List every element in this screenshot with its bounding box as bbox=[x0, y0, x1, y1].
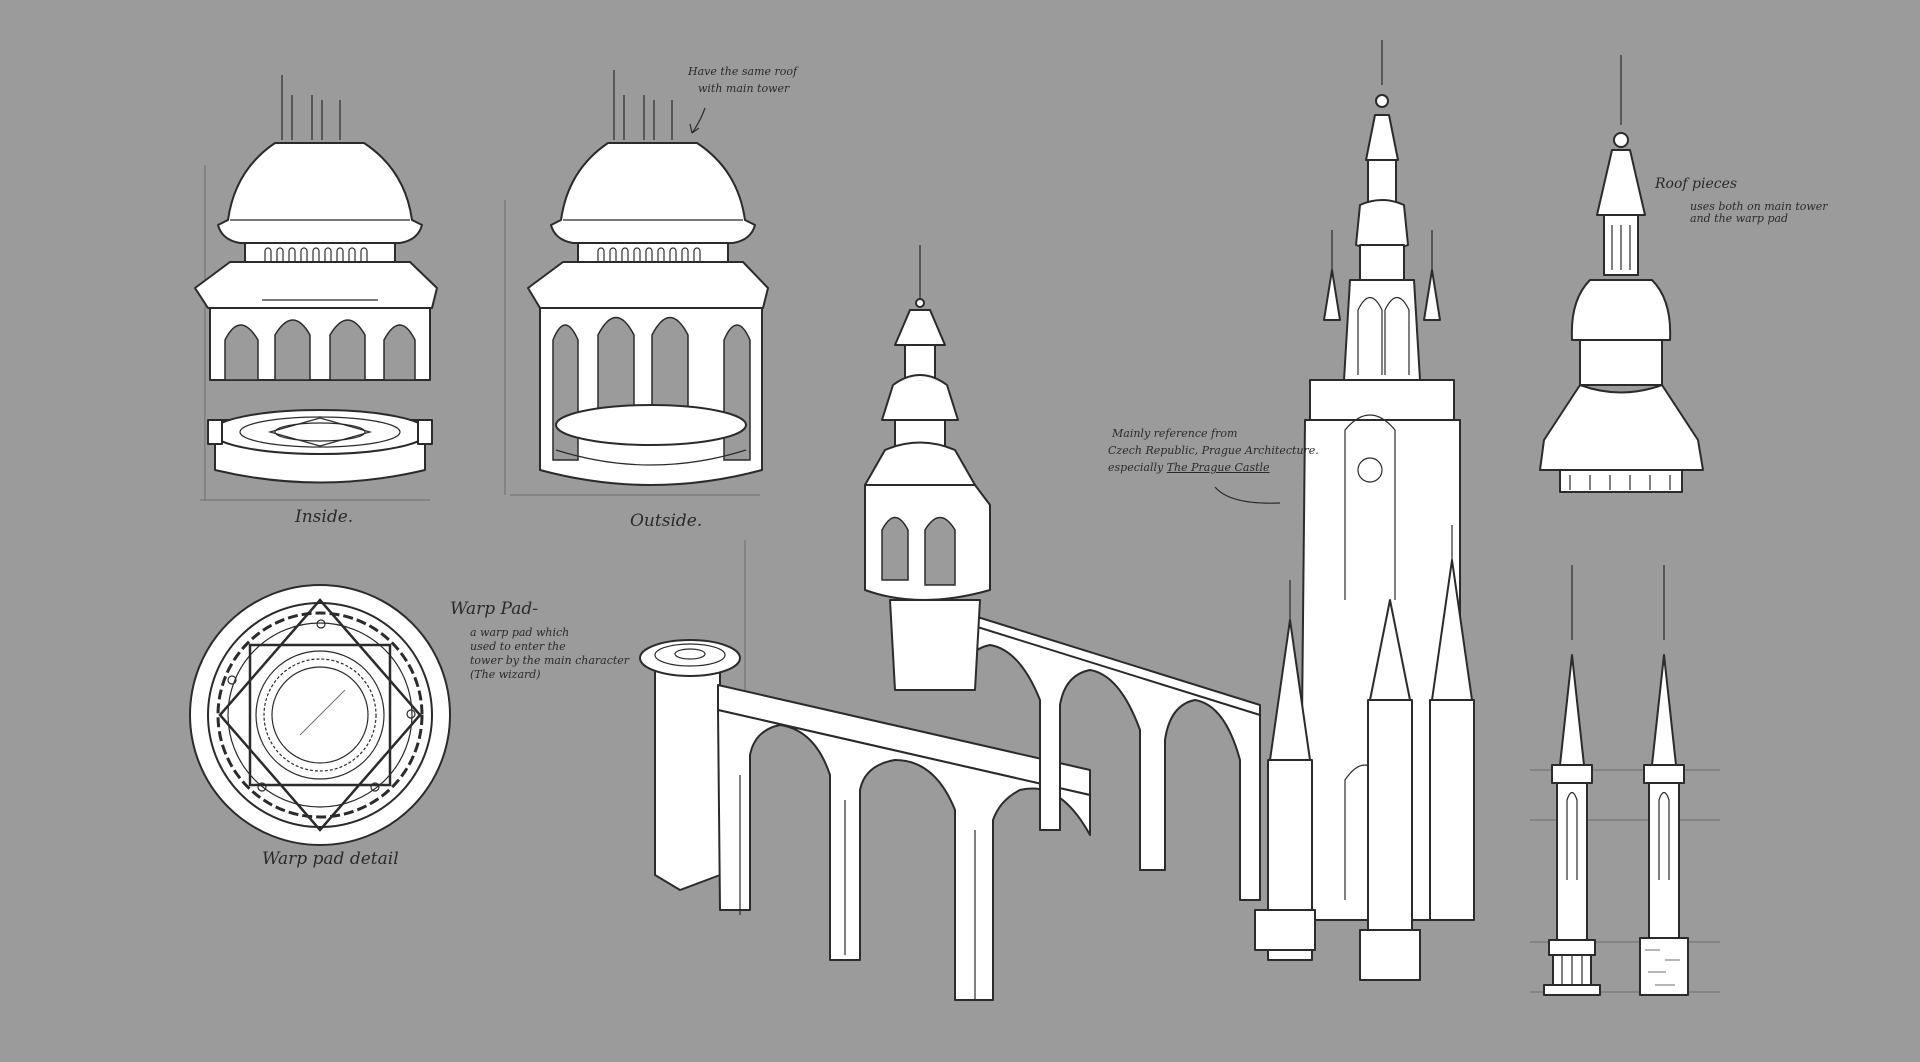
warp-pad-detail-label: Warp pad detail bbox=[262, 849, 399, 869]
outside-label: Outside. bbox=[630, 511, 703, 531]
aqueduct-back-drawing bbox=[954, 609, 1261, 901]
reference-note-emphasis: The Prague Castle bbox=[1166, 461, 1270, 474]
warp-pad-desc-line2: used to enter the bbox=[470, 640, 566, 653]
roof-pieces-desc-line2: and the warp pad bbox=[1690, 212, 1789, 225]
roof-pieces-desc-line1: uses both on main tower bbox=[1690, 200, 1828, 213]
reference-note-line1: Mainly reference from bbox=[1112, 427, 1238, 440]
reference-note-line3: especially The Prague Castle bbox=[1108, 461, 1270, 475]
aqueduct-front-drawing bbox=[639, 540, 1091, 1001]
roof-piece-drawing bbox=[1539, 55, 1704, 493]
reference-note-line2: Czech Republic, Prague Architecture. bbox=[1108, 444, 1319, 457]
same-roof-note-line1: Have the same roof bbox=[688, 65, 798, 78]
reference-note-prefix: especially bbox=[1108, 461, 1164, 474]
small-tower-drawing bbox=[864, 245, 991, 691]
spire-pillars-drawing bbox=[1530, 565, 1720, 996]
warp-pad-circle-drawing bbox=[189, 584, 451, 846]
pavilion-inside-drawing bbox=[194, 75, 438, 501]
inside-label: Inside. bbox=[295, 507, 354, 527]
pavilion-outside-drawing bbox=[504, 70, 769, 496]
main-tower-drawing bbox=[1254, 40, 1475, 981]
reference-leader-line bbox=[1214, 486, 1281, 504]
warp-pad-desc-line4: (The wizard) bbox=[470, 668, 541, 681]
same-roof-note-line2: with main tower bbox=[698, 82, 790, 95]
warp-pad-title: Warp Pad- bbox=[450, 599, 538, 619]
warp-pad-desc-line3: tower by the main character bbox=[470, 654, 630, 667]
warp-pad-desc-line1: a warp pad which bbox=[470, 626, 570, 639]
roof-pieces-title: Roof pieces bbox=[1655, 176, 1738, 192]
